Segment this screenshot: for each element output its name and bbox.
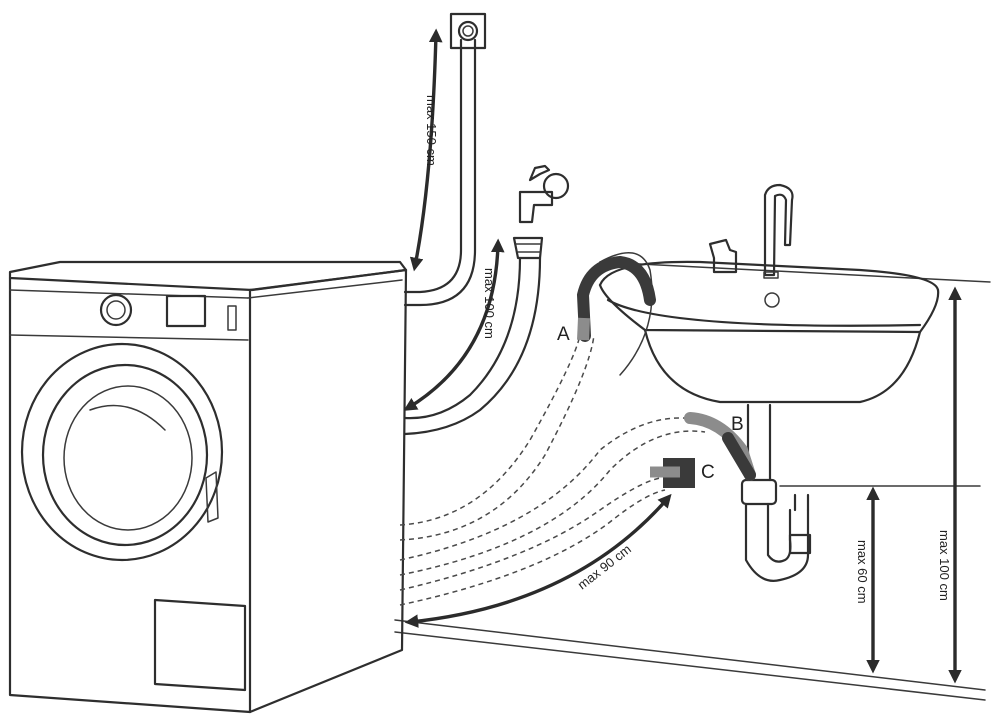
water-tap	[512, 164, 570, 260]
floor-hose-arrow	[404, 493, 672, 628]
tap-hose-arrow	[403, 238, 505, 411]
filter-door	[153, 598, 247, 692]
washing-machine	[8, 260, 408, 714]
position-b-label: B	[731, 414, 744, 435]
door-ring	[20, 342, 224, 562]
hose-position-c	[650, 458, 695, 488]
display-panel	[165, 294, 207, 328]
hose-position-a	[576, 251, 656, 376]
door-glass	[63, 385, 193, 531]
faucet	[763, 183, 794, 277]
faucet-lever	[708, 238, 738, 274]
position-c-label: C	[701, 462, 715, 483]
drain-height-label: max 60 cm	[855, 540, 870, 604]
wall-socket	[449, 12, 487, 50]
sink-height-label: max 100 cm	[937, 530, 952, 601]
dimension-arrows	[403, 28, 962, 684]
hose-position-b	[684, 412, 756, 481]
tap-hose-label: max 100 cm	[482, 268, 497, 339]
sink	[598, 183, 981, 582]
supply-pipe-label: max 150 cm	[424, 95, 439, 166]
floor-lines	[394, 619, 986, 701]
wall-line	[599, 261, 991, 283]
position-a-label: A	[557, 324, 570, 345]
drain-hole	[764, 292, 780, 308]
program-dial-icon	[99, 293, 133, 327]
